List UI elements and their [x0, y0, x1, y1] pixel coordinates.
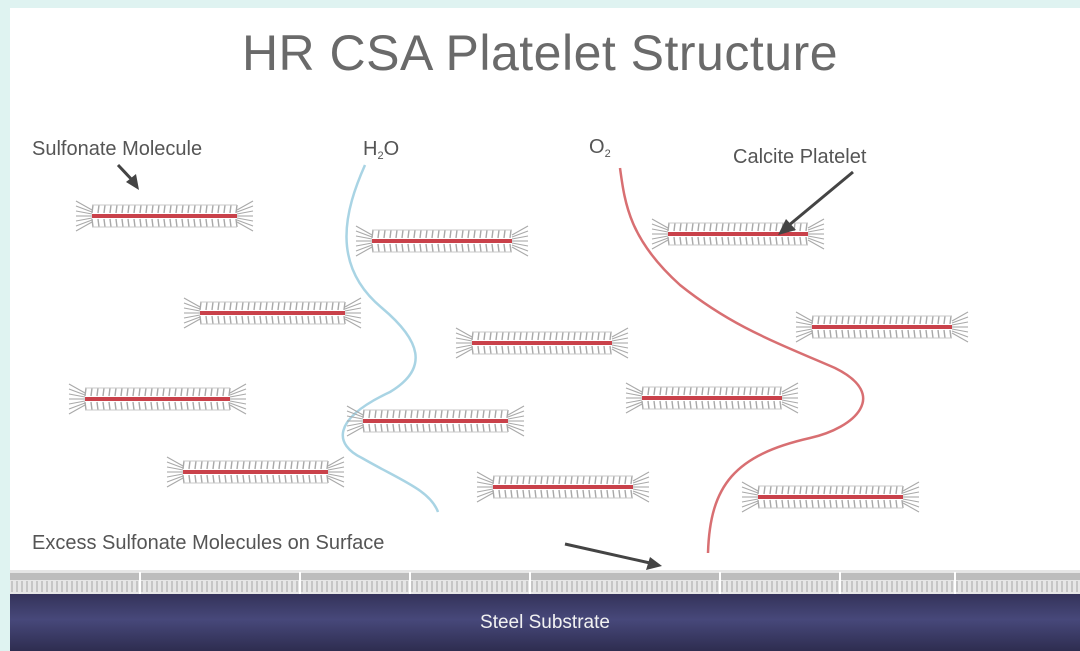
water-label-o: O — [383, 138, 400, 160]
oxygen-diffusion-path — [618, 167, 865, 554]
steel-substrate: Steel Substrate — [10, 594, 1080, 651]
diagram-canvas — [10, 8, 1080, 651]
steel-substrate-label: Steel Substrate — [480, 612, 610, 633]
oxygen-label: O2 — [589, 136, 611, 160]
calcite-platelet — [795, 311, 969, 343]
surface-arrow — [564, 542, 651, 565]
water-label: H2O — [363, 138, 399, 162]
calcite-platelet-label: Calcite Platelet — [733, 146, 867, 168]
water-diffusion-path — [341, 164, 440, 513]
sulfonate-surface-layer — [10, 570, 1080, 594]
oxygen-label-sub: 2 — [604, 148, 611, 160]
calcite-platelet — [166, 456, 345, 488]
calcite-platelet — [75, 200, 254, 232]
calcite-platelet — [355, 225, 529, 257]
calcite-platelet — [741, 481, 920, 513]
calcite-platelet — [455, 327, 629, 359]
calcite-platelet — [68, 383, 247, 415]
calcite-arrow — [787, 170, 854, 228]
surface-arrowhead — [646, 557, 662, 570]
calcite-platelet — [625, 382, 799, 414]
calcite-platelet — [346, 405, 525, 437]
calcite-platelet — [183, 297, 362, 329]
calcite-arrowhead — [778, 219, 796, 235]
diagram-title: HR CSA Platelet Structure — [241, 25, 839, 81]
oxygen-label-o: O — [589, 136, 605, 158]
sulfonate-molecule-label: Sulfonate Molecule — [32, 138, 203, 160]
excess-sulfonate-label: Excess Sulfonate Molecules on Surface — [32, 532, 385, 554]
water-label-h: H — [363, 138, 378, 160]
water-label-sub: 2 — [377, 150, 384, 162]
sulfonate-arrowhead — [126, 174, 139, 190]
calcite-platelet — [476, 471, 650, 503]
calcite-platelet — [651, 218, 825, 250]
platelet-group — [68, 200, 969, 513]
